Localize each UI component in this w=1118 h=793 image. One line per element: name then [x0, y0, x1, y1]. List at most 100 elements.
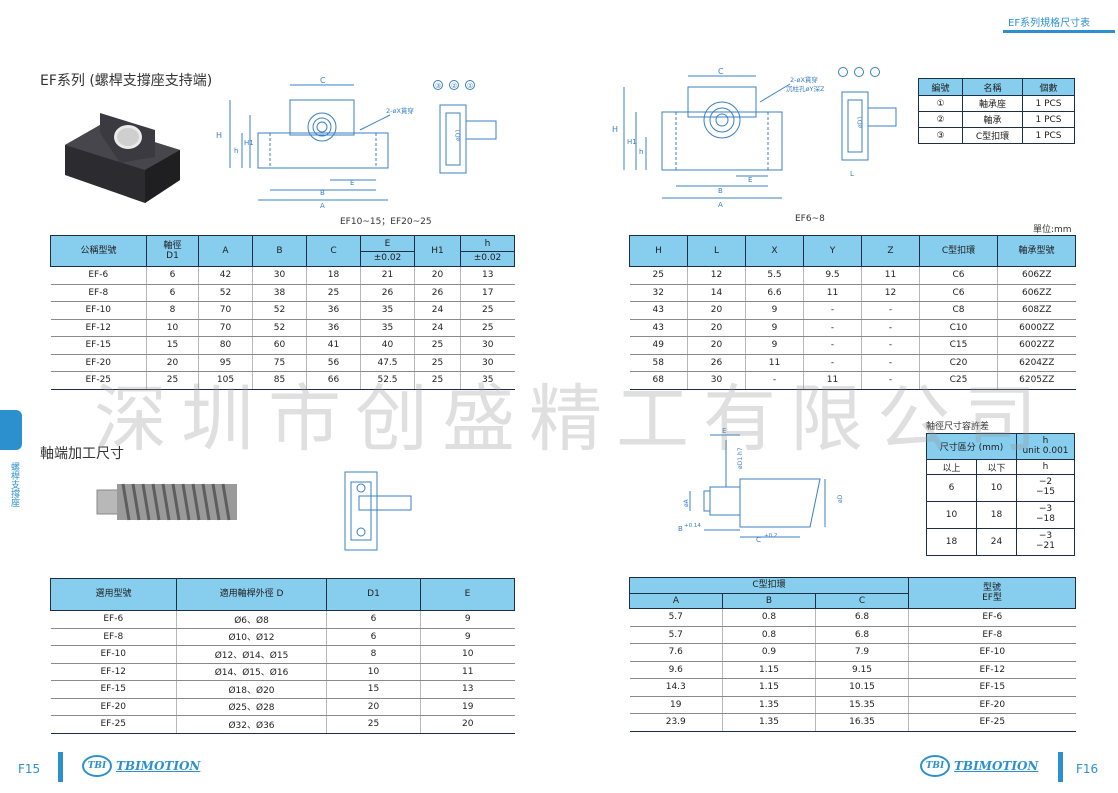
table-cell: 13 [460, 266, 515, 285]
table-cell: 20 [420, 715, 515, 734]
col-r-h: H [629, 235, 688, 267]
table-cell: 11 [803, 371, 862, 390]
sd-e-label: E [722, 427, 726, 435]
table-cell: 5.7 [629, 608, 723, 627]
r-hole-note-2: 沉柱孔øY深Z [786, 84, 825, 93]
table-cell: 9 [420, 628, 515, 646]
dim-a-label: A [320, 202, 325, 210]
table-cell: C25 [919, 371, 998, 390]
table-cell: 25 [414, 371, 461, 390]
col-r-z: Z [861, 235, 920, 267]
ring-col-a: A [629, 593, 723, 609]
table-cell: 20 [687, 319, 746, 337]
table-cell: 25 [460, 301, 515, 320]
table-cell: 30 [687, 371, 746, 390]
table-cell: 9 [745, 319, 804, 337]
table-cell: 15 [146, 336, 199, 355]
table-cell: 20 [146, 354, 199, 372]
table-cell: 5.7 [629, 626, 723, 644]
table-cell: 26 [687, 354, 746, 372]
col-e: E±0.02 [360, 235, 415, 267]
callout-1: ① [467, 82, 473, 90]
table-cell: 18 [975, 501, 1018, 529]
table-cell: 9 [420, 610, 515, 629]
table-cell: - [861, 354, 920, 372]
table-cell: C10 [919, 319, 998, 337]
table-cell: Ø32、Ø36 [176, 715, 327, 734]
table-cell: 18 [306, 266, 361, 285]
table-cell: EF-8 [50, 284, 147, 302]
table-cell: 1 PCS [1022, 111, 1075, 128]
table-cell: 15.35 [814, 696, 909, 714]
table-cell: 20 [326, 698, 421, 716]
table-cell: Ø12、Ø14、Ø15 [176, 645, 327, 664]
table-cell: 75 [252, 354, 307, 372]
shaft-machining-drawing: E øD1 h7 øA B +0.14 C +0.2 øD [678, 427, 844, 544]
table-cell: 11 [803, 284, 862, 302]
table-cell: EF-12 [50, 319, 147, 337]
table-cell: 6 [146, 284, 199, 302]
side-chapter-tab[interactable] [0, 410, 22, 450]
col-d1: 軸徑 D1 [146, 235, 199, 267]
callout-3: ③ [435, 82, 441, 90]
table-cell: 9.6 [629, 661, 723, 679]
table-cell: - [861, 336, 920, 355]
table-cell: - [803, 354, 862, 372]
table-cell: 24 [414, 301, 461, 320]
table-cell: EF-10 [50, 645, 177, 664]
table-cell: EF-15 [50, 336, 147, 355]
sd-c-tol: +0.2 [764, 533, 777, 539]
table-cell: 608ZZ [997, 301, 1076, 320]
left-drawing-caption: EF10~15；EF20~25 [340, 217, 432, 227]
table-cell: 32 [629, 284, 688, 302]
table-cell: 1.15 [722, 678, 816, 697]
table-cell: 25 [414, 354, 461, 372]
col-part-no: 編號 [918, 78, 963, 96]
tolerance-cell: −3−21 [1016, 528, 1076, 556]
table-cell: 1.15 [722, 661, 816, 679]
tolerance-upper: −2 [1038, 477, 1053, 488]
table-cell: 25 [326, 715, 421, 734]
table-cell: C6 [919, 266, 998, 285]
table-cell: 36 [306, 319, 361, 337]
col-shaft-e: E [420, 578, 515, 611]
table-cell: 25 [460, 319, 515, 337]
table-cell: - [861, 319, 920, 337]
right-drawing-caption: EF6~8 [795, 214, 825, 224]
table-cell: - [803, 319, 862, 337]
table-cell: 10 [420, 645, 515, 664]
table-cell: 0.9 [722, 643, 816, 662]
table-cell: 12 [861, 284, 920, 302]
right-front-drawing: C H H1 h E B A 2-øX貫穿 沉柱孔øY深Z L øD1 [612, 67, 897, 209]
page-header-rule [1003, 30, 1115, 33]
left-front-drawing: C H h H1 E B A 2-øX貫穿 ③ ② ① øD1 [216, 76, 497, 210]
r-hole-note-1: 2-øX貫穿 [790, 75, 818, 84]
table-cell: 41 [306, 336, 361, 355]
shaft-bearing-drawing [344, 471, 412, 551]
tolerance-upper: −3 [1038, 504, 1053, 515]
col-part-qty: 個數 [1022, 78, 1075, 96]
col-a: A [198, 235, 253, 267]
page-number-left: F15 [18, 762, 41, 776]
col-selected-model: 選用型號 [50, 578, 177, 611]
table-cell: 24 [414, 319, 461, 337]
table-cell: 35 [460, 371, 515, 390]
tolerance-title: 軸徑尺寸容許差 [926, 422, 990, 432]
table-cell: EF-20 [908, 696, 1076, 714]
r-dim-l-label: L [850, 170, 854, 178]
table-cell: 56 [306, 354, 361, 372]
